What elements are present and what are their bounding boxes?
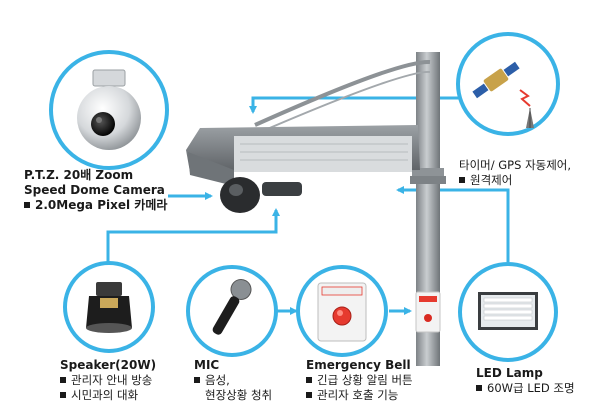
- speaker-circle: [63, 261, 155, 353]
- camera-title-line1: P.T.Z. 20배 Zoom: [24, 168, 134, 182]
- camera-title-line2: Speed Dome Camera: [24, 183, 165, 197]
- speaker-item-2: 시민과의 대화: [60, 388, 156, 403]
- bullet-icon: [306, 391, 312, 398]
- bullet-icon: [306, 376, 312, 383]
- bullet-icon: [60, 391, 66, 398]
- gps-label: 타이머/ GPS 자동제어, 원격제어: [459, 158, 571, 188]
- led-item-1: 60W급 LED 조명: [476, 381, 575, 396]
- camera-spec: 2.0Mega Pixel 카메라: [24, 198, 167, 213]
- gps-line1: 타이머/ GPS 자동제어,: [459, 158, 572, 172]
- led-circle: [458, 262, 558, 362]
- bell-label: Emergency Bell 긴급 상황 알림 버튼 관리자 호출 기능: [306, 358, 413, 403]
- bell-item-1: 긴급 상황 알림 버튼: [306, 373, 413, 388]
- bell-item-2: 관리자 호출 기능: [306, 388, 413, 403]
- speaker-item-1: 관리자 안내 방송: [60, 373, 156, 388]
- bell-title: Emergency Bell: [306, 358, 411, 372]
- bell-unit-on-pole: [415, 291, 441, 333]
- bullet-icon: [194, 376, 200, 383]
- gps-circle: [456, 32, 560, 136]
- connector-speaker: [106, 208, 280, 262]
- led-title: LED Lamp: [476, 366, 543, 380]
- bullet-icon: [60, 376, 66, 383]
- mic-item-1: 음성,: [194, 373, 272, 388]
- mic-title: MIC: [194, 358, 220, 372]
- speaker-title: Speaker(20W): [60, 358, 157, 372]
- camera-circle: [49, 50, 169, 170]
- bell-circle: [296, 265, 388, 357]
- camera-label: P.T.Z. 20배 Zoom Speed Dome Camera 2.0Meg…: [24, 168, 167, 213]
- bullet-icon: [24, 201, 30, 208]
- speaker-label: Speaker(20W) 관리자 안내 방송 시민과의 대화: [60, 358, 156, 403]
- bullet-icon: [459, 176, 465, 183]
- gps-line2: 원격제어: [459, 173, 571, 188]
- led-label: LED Lamp 60W급 LED 조명: [476, 366, 575, 396]
- connector-led: [396, 186, 510, 262]
- mic-label: MIC 음성, 현장상황 청취: [194, 358, 272, 403]
- light-housing: [186, 125, 420, 213]
- mic-circle: [186, 265, 278, 357]
- mic-item-2: 현장상황 청취: [205, 388, 273, 402]
- bullet-icon: [476, 384, 482, 391]
